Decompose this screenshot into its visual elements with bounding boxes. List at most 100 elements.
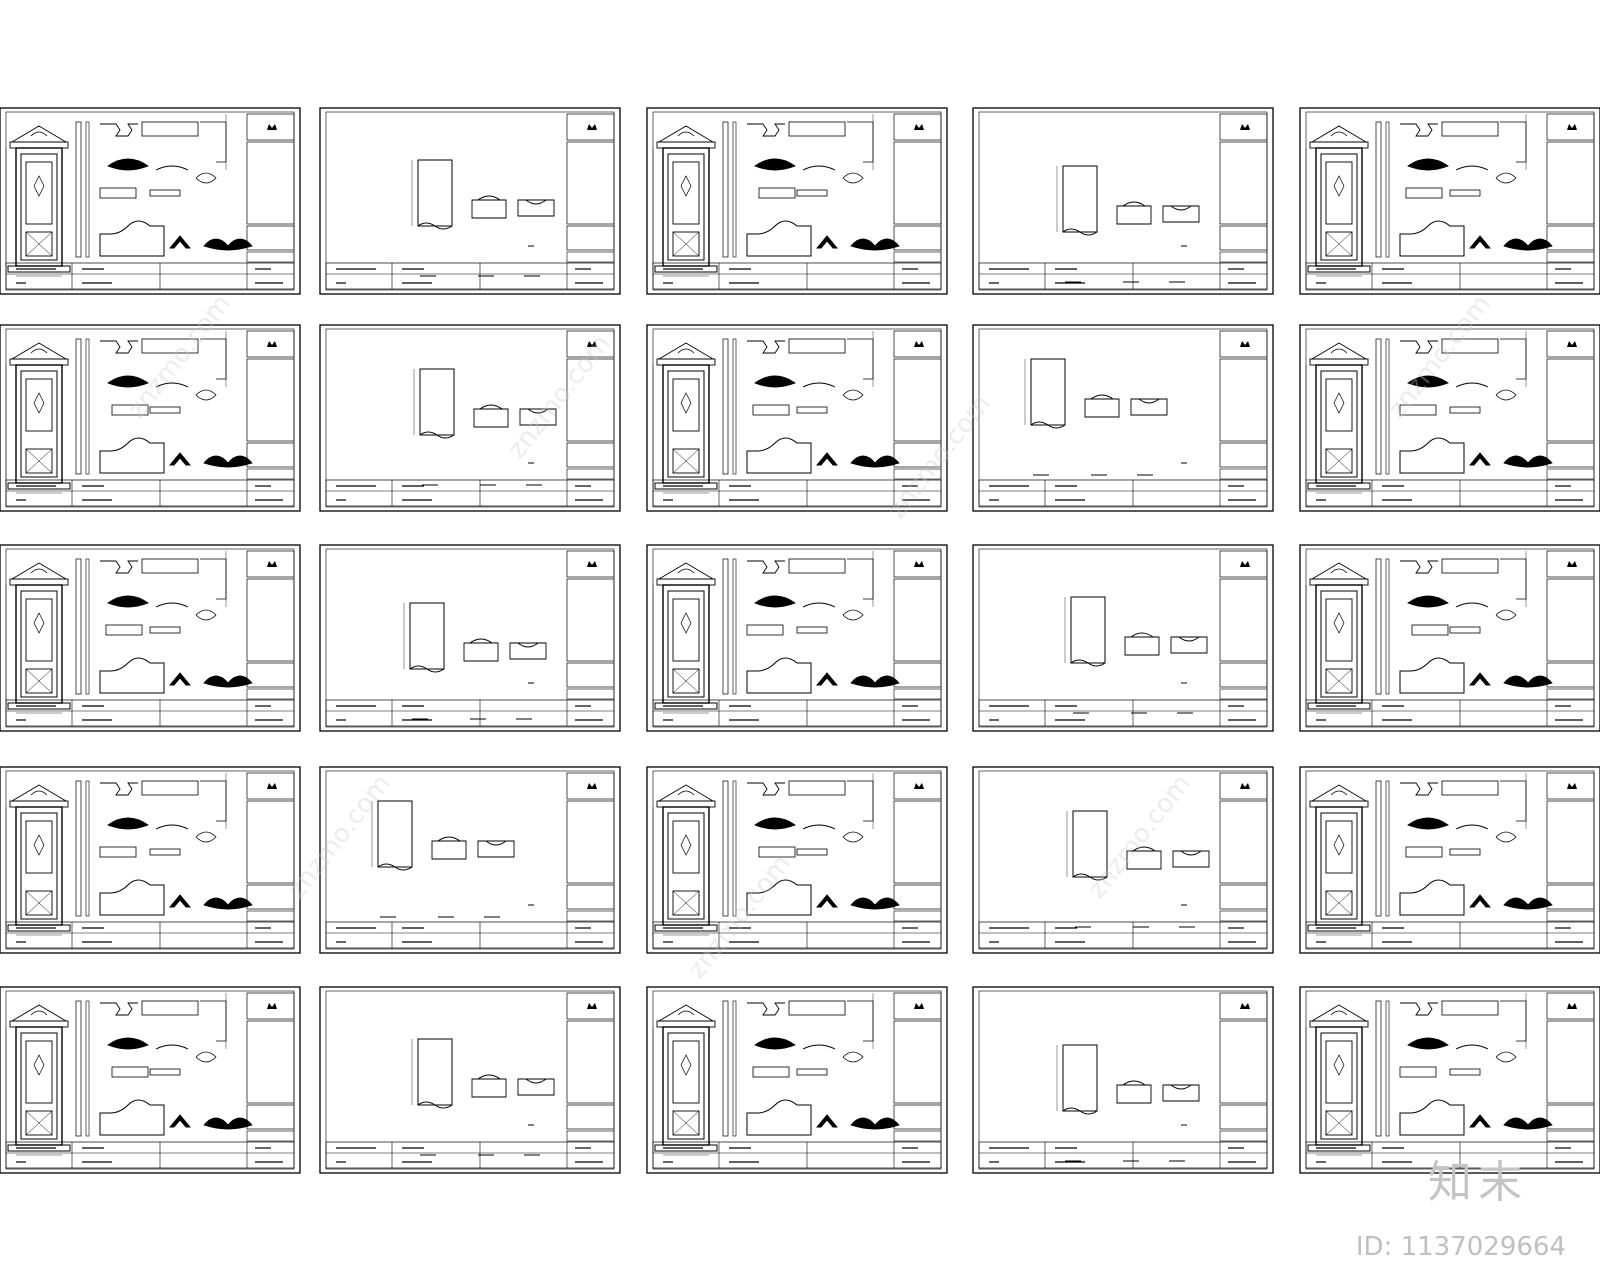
drawing-sheet-profile <box>972 986 1274 1174</box>
door-base <box>654 265 718 273</box>
molding-section <box>1441 121 1499 137</box>
door-leaf <box>1320 370 1358 478</box>
door-upper-panel <box>1325 820 1353 874</box>
drawing-sheet-profile <box>972 544 1274 732</box>
crown-logo-icon <box>1240 124 1250 130</box>
side-section <box>75 558 82 695</box>
molding-bar <box>149 189 181 197</box>
base-profile <box>746 437 812 474</box>
title-panel-box <box>566 578 615 662</box>
door-lower-panel <box>672 1110 700 1136</box>
side-section <box>732 1000 737 1137</box>
title-strip <box>978 262 1268 290</box>
carving-ornament <box>107 1037 149 1050</box>
scroll-ornament <box>1503 1117 1553 1130</box>
carving-ornament <box>802 1044 836 1050</box>
drawing-sheet-door <box>646 766 948 954</box>
door-upper-panel <box>1325 378 1353 432</box>
scroll-ornament <box>203 238 253 251</box>
title-panel-box <box>1219 1020 1268 1104</box>
panel-profile-small <box>1162 1084 1200 1102</box>
door-ornament <box>1333 834 1345 856</box>
molding-profile <box>747 782 785 796</box>
molding-section <box>141 338 199 354</box>
carving-ornament <box>1455 1044 1489 1050</box>
carving-ornament <box>1407 375 1449 388</box>
side-section <box>1385 121 1390 258</box>
title-panel-box <box>893 442 942 468</box>
door-upper-panel <box>672 820 700 874</box>
base-profile <box>99 657 165 694</box>
title-panel-box <box>566 442 615 468</box>
carving-ornament <box>754 375 796 388</box>
carving-ornament <box>1495 609 1517 621</box>
drawing-sheet-door <box>646 986 948 1174</box>
title-strip <box>1305 1141 1595 1169</box>
carving-ornament <box>842 389 864 401</box>
base-profile <box>99 220 165 257</box>
title-logo-box <box>566 550 615 578</box>
title-strip <box>5 1141 295 1169</box>
carving-ornament <box>754 1037 796 1050</box>
title-strip <box>978 1141 1268 1169</box>
title-strip <box>325 921 615 949</box>
molding-bar <box>1399 1066 1437 1078</box>
door-base <box>7 924 71 932</box>
molding-section <box>1441 780 1499 796</box>
drawing-sheet-door <box>1299 107 1600 295</box>
door-base <box>1307 265 1371 273</box>
title-cell <box>566 910 615 922</box>
panel-profile-small <box>1084 394 1120 418</box>
title-cell <box>1546 688 1595 700</box>
door-ornament <box>680 175 692 197</box>
side-section <box>732 121 737 258</box>
door-leaf <box>667 812 705 920</box>
molding-bar <box>758 846 796 858</box>
door-leaf <box>1320 1032 1358 1140</box>
title-cell <box>1219 468 1268 480</box>
side-section <box>1385 1000 1390 1137</box>
title-panel-box <box>893 141 942 225</box>
title-panel-box <box>893 225 942 251</box>
molding-bar <box>746 624 784 636</box>
panel-profile-small <box>1126 846 1162 870</box>
molding-bar <box>99 187 137 199</box>
drawing-sheet-profile <box>319 986 621 1174</box>
title-strip <box>652 921 942 949</box>
crown-logo-icon <box>587 124 597 130</box>
door-ornament <box>680 392 692 414</box>
door-upper-panel <box>1325 161 1353 225</box>
title-panel-box <box>566 358 615 442</box>
drawing-sheet-door <box>646 544 948 732</box>
carving-ornament <box>195 389 217 401</box>
chevron-ornament <box>1469 1114 1491 1128</box>
title-cell <box>1219 1130 1268 1142</box>
side-section <box>85 780 90 917</box>
molding-bar <box>1449 189 1481 197</box>
door-base <box>7 482 71 490</box>
panel-profile-small <box>1162 205 1200 223</box>
door-ornament <box>33 834 45 856</box>
door-leaf <box>1320 153 1358 261</box>
molding-profile <box>747 560 785 574</box>
title-logo-box <box>1546 550 1595 578</box>
drawing-sheet-door <box>0 766 301 954</box>
side-section <box>85 1000 90 1137</box>
door-base <box>7 265 71 273</box>
crown-logo-icon <box>1567 341 1577 347</box>
chevron-ornament <box>816 672 838 686</box>
panel-profile-small <box>517 1078 555 1096</box>
title-logo-box <box>566 330 615 358</box>
title-panel-box <box>246 800 295 884</box>
door-ornament <box>680 834 692 856</box>
door-leaf <box>667 590 705 698</box>
door-base <box>1307 702 1371 710</box>
molding-profile <box>747 340 785 354</box>
title-cell <box>566 468 615 480</box>
crown-logo-icon <box>914 783 924 789</box>
base-profile <box>746 1099 812 1136</box>
crown-logo-icon <box>1567 783 1577 789</box>
drawing-sheet-profile <box>972 324 1274 512</box>
title-panel-box <box>1546 662 1595 688</box>
